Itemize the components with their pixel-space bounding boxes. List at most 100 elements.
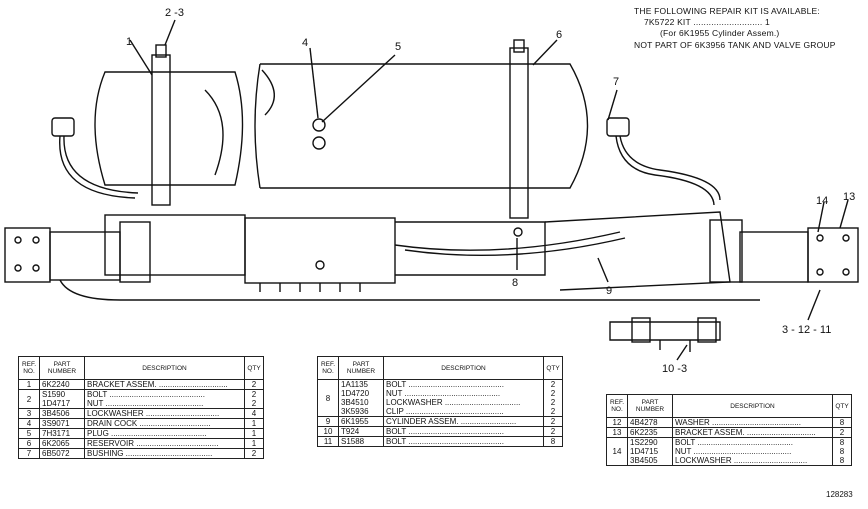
ref-number-cell: 3 xyxy=(18,408,40,419)
quantity: 1 xyxy=(251,439,257,448)
ref-number: 7 xyxy=(26,449,32,458)
ref-number-cell: 10 xyxy=(317,426,339,437)
ref-number-cell: 6 xyxy=(18,438,40,449)
callout-3-12-11: 3 - 12 - 11 xyxy=(782,324,831,336)
left-tank xyxy=(94,71,244,186)
description-cell: BRACKET ASSEM. .........................… xyxy=(672,427,833,438)
part-number: 1D4715 xyxy=(630,447,659,456)
part-number: 6B5072 xyxy=(42,449,70,458)
header-ref: REF. NO. xyxy=(18,356,40,380)
description: BRACKET ASSEM. .........................… xyxy=(675,428,816,437)
callout-5: 5 xyxy=(395,41,401,53)
part-number: 3B4505 xyxy=(630,456,658,465)
quantity-cell: 8 xyxy=(832,417,852,428)
ref-number-cell: 13 xyxy=(606,427,628,438)
part-number: 3K5936 xyxy=(341,407,369,416)
description-cell: DRAIN COCK .............................… xyxy=(84,418,245,429)
part-number: 6K1955 xyxy=(341,417,369,426)
right-tank xyxy=(260,63,589,189)
ref-number-cell: 5 xyxy=(18,428,40,439)
description: CYLINDER ASSEM. ........................… xyxy=(386,417,517,426)
quantity-cell: 4 xyxy=(244,408,264,419)
description: LOCKWASHER .............................… xyxy=(87,409,220,418)
quantity: 2 xyxy=(550,417,556,426)
ref-number-cell: 4 xyxy=(18,418,40,429)
description: BOLT ...................................… xyxy=(675,438,793,447)
quantity: 2 xyxy=(550,427,556,436)
parts-row: 9 6K1955 CYLINDER ASSEM. .................… xyxy=(317,416,563,427)
note-kit-for: (For 6K1955 Cylinder Assem.) xyxy=(660,28,780,38)
ref-number: 9 xyxy=(325,417,331,426)
part-number: 1D4717 xyxy=(42,399,71,408)
quantity: 2 xyxy=(251,449,257,458)
part-number: 6K2065 xyxy=(42,439,70,448)
bracket-strap-left xyxy=(151,54,171,206)
callout-8: 8 xyxy=(512,277,518,289)
description-cell: RESERVOIR ..............................… xyxy=(84,438,245,449)
ref-number-cell: 1 xyxy=(18,379,40,390)
quantity: 1 xyxy=(251,429,257,438)
ref-number-cell: 2 xyxy=(18,389,40,409)
callout-14: 14 xyxy=(816,195,828,207)
quantity: 8 xyxy=(839,438,845,447)
description-cell: LOCKWASHER .............................… xyxy=(84,408,245,419)
ref-number: 6 xyxy=(26,439,32,448)
quantity-cell: 2 xyxy=(244,379,264,390)
quantity: 2 xyxy=(251,380,257,389)
part-number: 7H3171 xyxy=(42,429,71,438)
part-number-cell: 3S9071 xyxy=(39,418,85,429)
quantity-cell: 2 xyxy=(244,448,264,459)
callout-6: 6 xyxy=(556,29,562,41)
header-part-number: PART NUMBER xyxy=(39,356,85,380)
description: BOLT ...................................… xyxy=(386,380,504,389)
part-number-cell: 6K2240 xyxy=(39,379,85,390)
description: NUT ....................................… xyxy=(87,399,204,408)
description: BRACKET ASSEM. .........................… xyxy=(87,380,228,389)
ref-number-cell: 9 xyxy=(317,416,339,427)
quantity: 2 xyxy=(550,398,556,407)
description: NUT ....................................… xyxy=(386,389,501,398)
quantity-cell: 1 xyxy=(244,428,264,439)
callout-2-3: 2 -3 xyxy=(165,7,184,19)
callout-1: 1 xyxy=(126,36,132,48)
ref-number: 8 xyxy=(325,393,331,403)
quantity: 4 xyxy=(251,409,257,418)
cylinder-left xyxy=(104,214,246,276)
part-number: 3S9071 xyxy=(42,419,70,428)
description: BUSHING ................................… xyxy=(87,449,213,458)
description-cell: PLUG ...................................… xyxy=(84,428,245,439)
note-not-part: NOT PART OF 6K3956 TANK AND VALVE GROUP xyxy=(634,40,836,50)
description-cell: CYLINDER ASSEM. ........................… xyxy=(383,416,544,427)
note-kit-number: 7K5722 KIT ........................... 1 xyxy=(644,17,770,27)
description: BOLT ...................................… xyxy=(386,427,504,436)
header-qty: QTY xyxy=(832,394,852,418)
part-number: 1S2290 xyxy=(630,438,658,447)
description: LOCKWASHER .............................… xyxy=(675,456,808,465)
part-number-cell: 6K2235 xyxy=(627,427,673,438)
quantity-cell: 1 xyxy=(244,418,264,429)
quantity-cell: 2 xyxy=(543,416,563,427)
description: RESERVOIR ..............................… xyxy=(87,439,219,448)
quantity: 2 xyxy=(550,389,556,398)
quantity: 8 xyxy=(839,456,845,465)
quantity: 2 xyxy=(550,407,556,416)
parts-row: 6 6K2065 RESERVOIR .......................… xyxy=(18,438,264,449)
description: DRAIN COCK .............................… xyxy=(87,419,211,428)
quantity-cell: 1 xyxy=(244,438,264,449)
part-number-cell: 7H3171 xyxy=(39,428,85,439)
description-cell: BUSHING ................................… xyxy=(84,448,245,459)
part-number-cell: 6B5072 xyxy=(39,448,85,459)
quantity: 2 xyxy=(251,390,257,399)
